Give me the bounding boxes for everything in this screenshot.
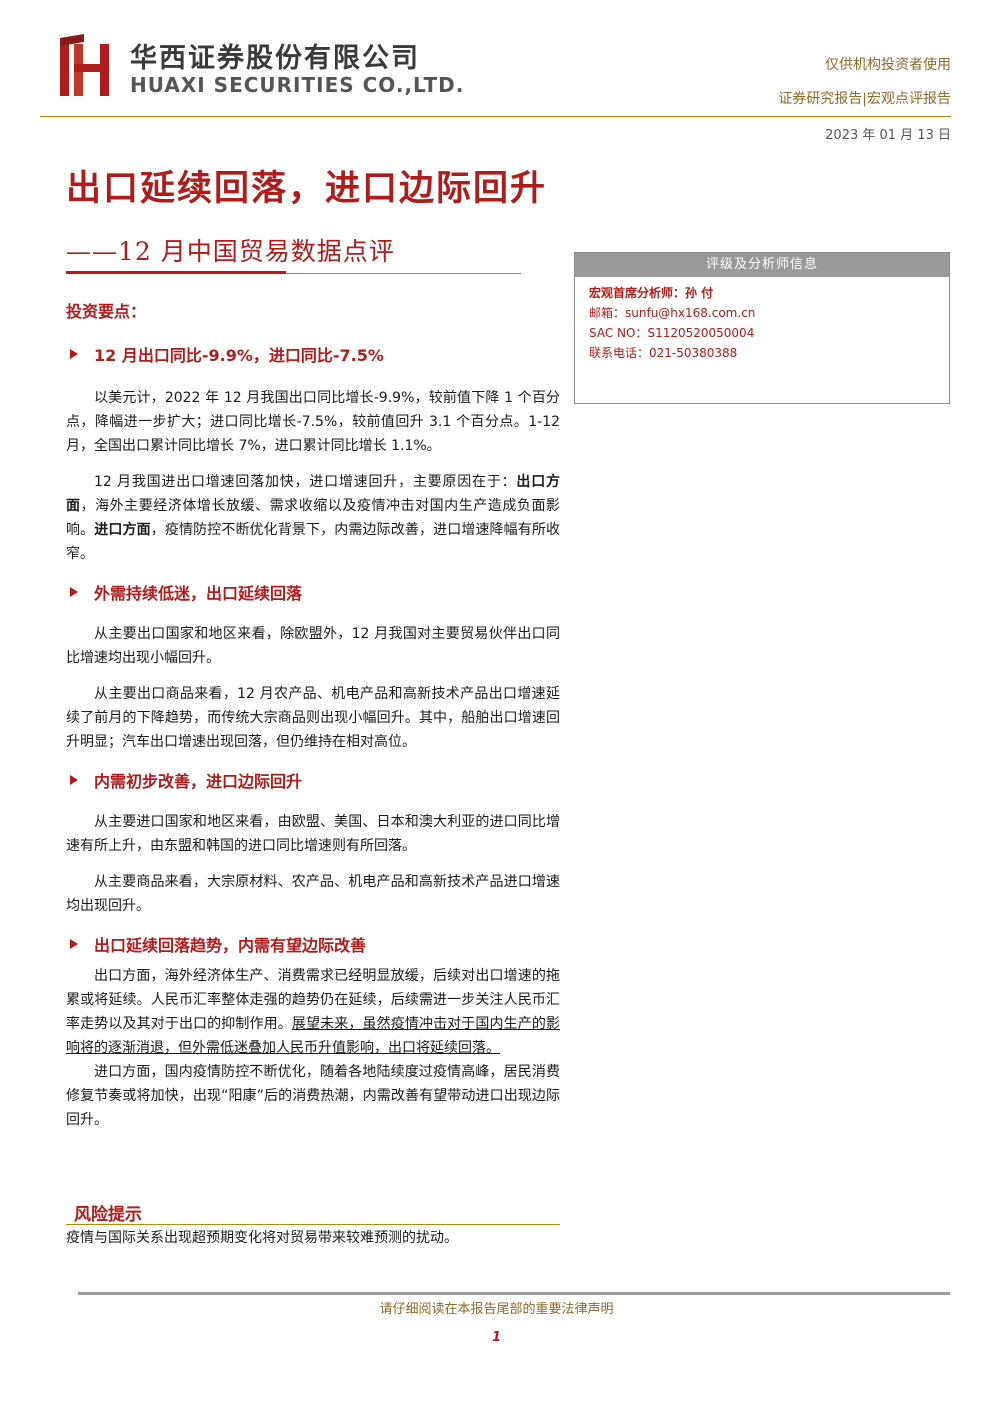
risk-divider — [66, 1224, 560, 1225]
section-heading: 内需初步改善，进口边际回升 — [66, 768, 560, 792]
huaxi-logo-icon — [60, 34, 109, 96]
key-points-label: 投资要点： — [66, 302, 147, 321]
risk-text: 疫情与国际关系出现超预期变化将对贸易带来较难预测的扰动。 — [66, 1230, 458, 1246]
title-divider-gold — [286, 273, 521, 274]
analyst-sac: SAC NO：S1120520050004 — [589, 326, 755, 340]
company-name-cn: 华西证券股份有限公司 — [130, 43, 420, 74]
paragraph: 进口方面，国内疫情防控不断优化，随着各地陆续度过疫情高峰，居民消费修复节奏或将加… — [66, 1064, 560, 1128]
analyst-email[interactable]: 邮箱：sunfu@hx168.com.cn — [589, 306, 756, 320]
report-type: 证券研究报告|宏观点评报告 — [778, 91, 951, 107]
footer-divider — [78, 1292, 950, 1295]
triangle-bullet-icon — [70, 939, 78, 949]
section-heading: 外需持续低迷，出口延续回落 — [66, 580, 560, 604]
paragraph: 从主要出口商品来看，12 月农产品、机电产品和高新技术产品出口增速延续了前月的下… — [66, 686, 560, 750]
company-name-en: HUAXI SECURITIES CO.,LTD. — [130, 73, 465, 97]
analyst-info-body: 宏观首席分析师：孙 付 邮箱：sunfu@hx168.com.cn SAC NO… — [575, 277, 949, 369]
triangle-bullet-icon — [70, 587, 78, 597]
paragraph: 从主要出口国家和地区来看，除欧盟外，12 月我国对主要贸易伙伴出口同比增速均出现… — [66, 626, 560, 666]
analyst-info-box: 评级及分析师信息 宏观首席分析师：孙 付 邮箱：sunfu@hx168.com.… — [574, 252, 950, 404]
analyst-phone: 联系电话：021-50380388 — [589, 346, 738, 360]
analyst-info-heading: 评级及分析师信息 — [575, 253, 949, 277]
section-heading: 出口延续回落趋势，内需有望边际改善 — [66, 932, 560, 956]
paragraph: 从主要进口国家和地区来看，由欧盟、美国、日本和澳大利亚的进口同比增速有所上升，由… — [66, 814, 560, 854]
analyst-name: 宏观首席分析师：孙 付 — [589, 286, 714, 300]
risk-title: 风险提示 — [74, 1205, 142, 1225]
header-divider — [40, 116, 951, 117]
paragraph: 出口方面，海外经济体生产、消费需求已经明显放缓，后续对出口增速的拖累或将延续。人… — [66, 968, 561, 1056]
report-date: 2023 年 01 月 13 日 — [825, 128, 951, 143]
key-points-column: 投资要点： 12 月出口同比-9.9%，进口同比-7.5% 以美元计，2022 … — [66, 298, 560, 1132]
page-number: 1 — [491, 1330, 502, 1345]
paragraph: 以美元计，2022 年 12 月我国出口同比增长-9.9%，较前值下降 1 个百… — [66, 390, 560, 454]
triangle-bullet-icon — [70, 775, 78, 785]
legal-notice: 请仔细阅读在本报告尾部的重要法律声明 — [379, 1302, 614, 1317]
report-subtitle: ——12 月中国贸易数据点评 — [66, 237, 395, 266]
section-heading: 12 月出口同比-9.9%，进口同比-7.5% — [66, 342, 560, 366]
report-title: 出口延续回落，进口边际回升 — [66, 168, 548, 209]
paragraph: 12 月我国进出口增速回落加快，进口增速回升，主要原因在于：出口方面，海外主要经… — [66, 474, 561, 562]
paragraph: 从主要商品来看，大宗原材料、农产品、机电产品和高新技术产品进口增速均出现回升。 — [66, 874, 560, 914]
title-divider-red — [66, 271, 286, 274]
triangle-bullet-icon — [70, 349, 78, 359]
audience-note: 仅供机构投资者使用 — [825, 57, 951, 73]
